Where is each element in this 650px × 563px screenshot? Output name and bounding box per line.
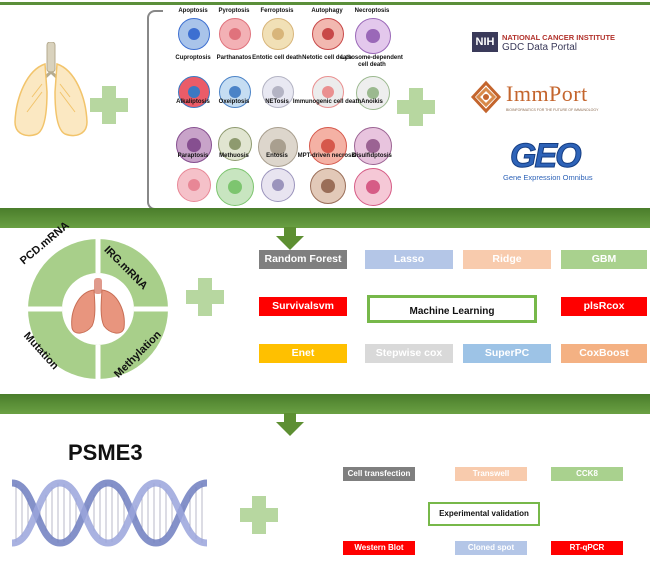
cell-icon: [310, 168, 346, 204]
cell-death-label: Paraptosis: [177, 153, 209, 159]
section-divider-2: [0, 394, 650, 414]
cell-icon: [258, 127, 298, 167]
ml-method-stepwise-cox: Stepwise cox: [365, 344, 453, 363]
experiment-western-blot: Western Blot: [343, 541, 415, 555]
lungs-icon: [14, 42, 88, 137]
experiment-cell-transfection: Cell transfection: [343, 467, 415, 481]
cell-icon: [309, 127, 347, 165]
cell-icon: [176, 127, 212, 163]
nih-logo: NIH: [472, 32, 498, 52]
cell-death-label: Apoptosis: [178, 8, 208, 14]
cell-icon: [262, 76, 294, 108]
ml-method-enet: Enet: [259, 344, 347, 363]
nci-title: NATIONAL CANCER INSTITUTE: [502, 33, 616, 42]
ml-method-survivalsvm: Survivalsvm: [259, 297, 347, 316]
gene-title: PSME3: [68, 440, 143, 465]
cell-icon: [355, 18, 391, 54]
cell-icon: [216, 168, 254, 206]
geo-logo: GEO: [510, 137, 583, 176]
down-arrow-stem: [284, 413, 296, 423]
cell-death-label: Alkaliptosis: [176, 99, 210, 105]
immport-wordmark: ImmPort: [506, 81, 588, 106]
cell-death-label: MPT-driven necrosis: [297, 153, 357, 159]
cell-death-label: Netotic cell death: [302, 55, 352, 61]
section-divider-1: [0, 208, 650, 228]
cell-death-label: Pyroptosis: [218, 8, 250, 14]
cell-death-label: Cuproptosis: [175, 55, 211, 61]
cell-death-label: Entosis: [266, 153, 288, 159]
brace-bracket: [147, 10, 163, 210]
ml-method-coxboost: CoxBoost: [561, 344, 647, 363]
cell-death-label: Necroptosis: [354, 8, 390, 14]
cell-death-label: NETosis: [265, 99, 289, 105]
cell-icon: [356, 76, 390, 110]
ml-method-gbm: GBM: [561, 250, 647, 269]
experiment-cck8: CCK8: [551, 467, 623, 481]
cell-death-label: Lysosome-dependent cell death: [341, 55, 403, 68]
experimental-validation-box: Experimental validation: [428, 502, 540, 526]
plus-icon: [186, 278, 224, 316]
cell-icon: [218, 127, 252, 161]
down-arrow-stem: [284, 227, 296, 237]
cell-icon: [354, 127, 392, 165]
cell-death-label: Entotic cell death: [252, 55, 302, 61]
cell-death-label: Anoikis: [361, 99, 383, 105]
cell-death-label: Autophagy: [311, 8, 343, 14]
cell-icon: [312, 76, 344, 108]
immport-icon: [470, 80, 502, 114]
experiment-transwell: Transwell: [455, 467, 527, 481]
cell-death-label: Oxeiptosis: [218, 99, 250, 105]
dna-helix-icon: [12, 479, 207, 547]
geo-caption: Gene Expression Omnibus: [503, 173, 593, 182]
plus-icon: [240, 496, 278, 534]
cell-death-label: Immunogenic cell death: [292, 99, 362, 105]
cell-death-label: Ferroptosis: [260, 8, 294, 14]
plus-icon: [397, 88, 435, 126]
cell-icon: [312, 18, 344, 50]
ml-method-ridge: Ridge: [463, 250, 551, 269]
omics-wheel: [24, 234, 172, 384]
cell-icon: [178, 76, 210, 108]
ml-method-plsrcox: plsRcox: [561, 297, 647, 316]
cell-icon: [261, 168, 295, 202]
experiment-cloned-spot: Cloned spot: [455, 541, 527, 555]
plus-icon: [90, 86, 128, 124]
cell-icon: [177, 168, 211, 202]
ml-method-superpc: SuperPC: [463, 344, 551, 363]
cell-icon: [354, 168, 392, 206]
down-arrow-icon: [276, 236, 304, 250]
cell-death-label: Parthanatos: [216, 55, 252, 61]
cell-icon: [219, 18, 251, 50]
ml-method-random-forest: Random Forest: [259, 250, 347, 269]
cell-icon: [262, 18, 294, 50]
experiment-rt-qpcr: RT-qPCR: [551, 541, 623, 555]
down-arrow-icon: [276, 422, 304, 436]
cell-death-label: Disulfidptosis: [352, 153, 392, 159]
gdc-portal-title: GDC Data Portal: [502, 42, 578, 53]
ml-method-lasso: Lasso: [365, 250, 453, 269]
cell-death-label: Methuosis: [219, 153, 249, 159]
cell-icon: [219, 76, 251, 108]
cell-icon: [178, 18, 210, 50]
top-border: [0, 2, 650, 5]
machine-learning-box: Machine Learning: [367, 295, 537, 323]
immport-tagline: BIOINFORMATICS FOR THE FUTURE OF IMMUNOL…: [506, 108, 599, 112]
